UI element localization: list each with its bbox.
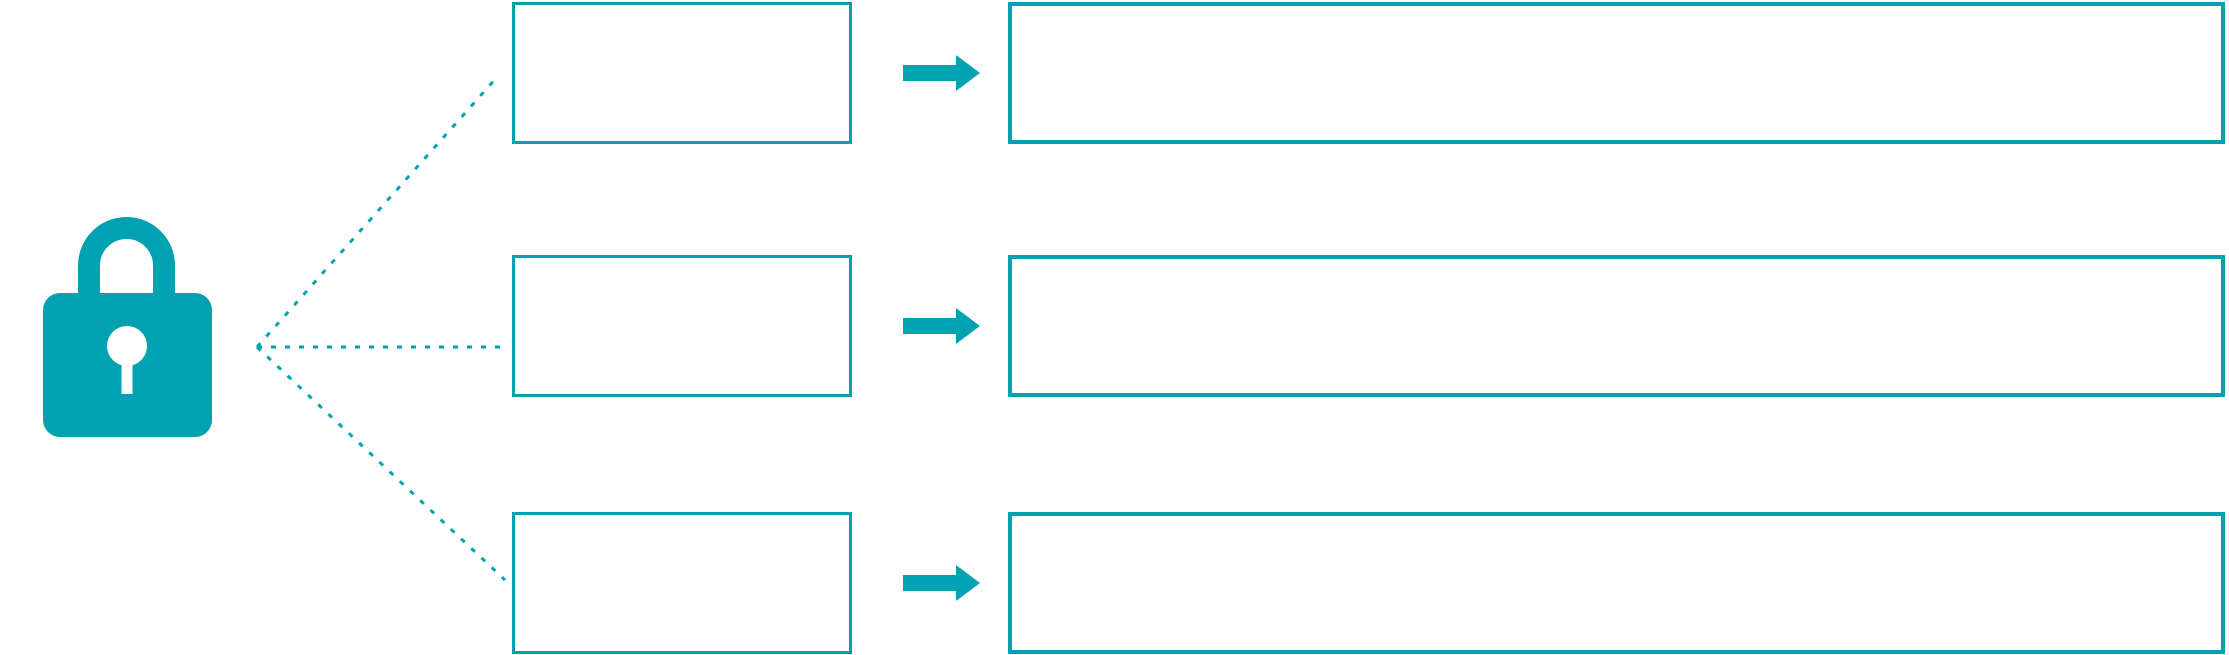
arrows <box>903 55 980 601</box>
small-box-3 <box>512 512 852 654</box>
large-box-2 <box>1008 255 2225 397</box>
padlock-shackle <box>78 217 175 300</box>
connector-line-top <box>255 75 500 348</box>
keyhole-stem <box>121 346 133 394</box>
arrow-right-icon-3 <box>903 565 980 601</box>
connector-line-bottom <box>255 345 507 582</box>
padlock-icon <box>43 217 212 437</box>
large-box-1 <box>1008 2 2225 144</box>
small-box-1 <box>512 2 852 144</box>
connector-lines <box>255 75 507 582</box>
arrow-right-icon-1 <box>903 55 980 91</box>
small-box-2 <box>512 255 852 397</box>
arrow-right-icon-2 <box>903 308 980 344</box>
large-box-3 <box>1008 512 2225 654</box>
